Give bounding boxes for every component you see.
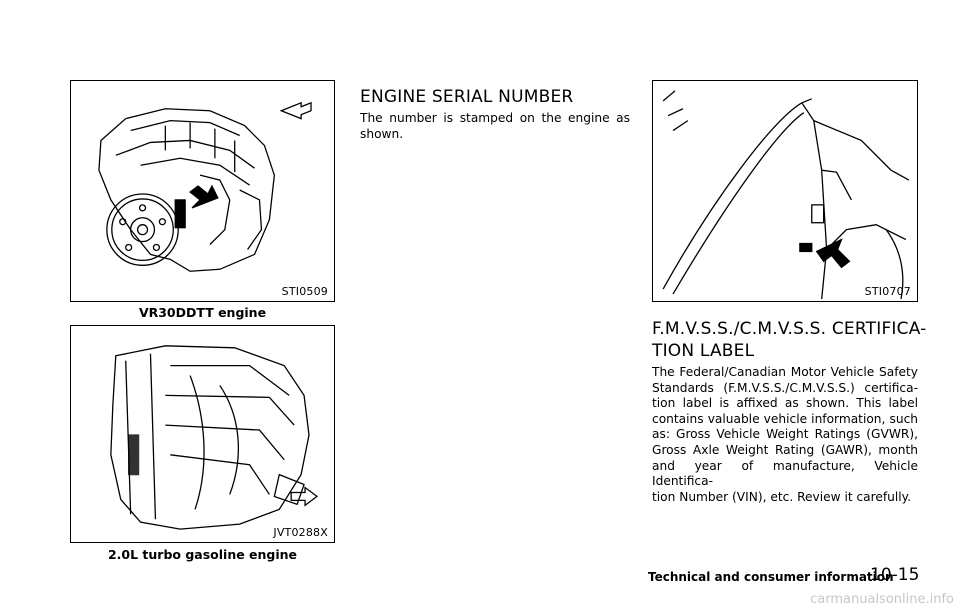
body-line: The Federal/Canadian Motor Vehicle Safet… [652,365,918,379]
body-line: The number is stamped on the engine as [360,111,630,125]
watermark: carmanualsonline.info [810,592,954,607]
section-body-fmvss-label: The Federal/Canadian Motor Vehicle Safet… [652,365,918,505]
figure-code: STI0509 [281,285,328,298]
figure-vr30ddtt-engine: STI0509 [70,80,335,302]
footer-section-label: Technical and consumer information [648,570,894,584]
body-line: Standards (F.M.V.S.S./C.M.V.S.S.) certif… [652,380,918,395]
figure-20l-turbo-engine: JVT0288X [70,325,335,543]
engine-vr30-illustration [98,101,312,272]
body-line: contains valuable vehicle information, s… [652,411,918,426]
section-title-engine-serial-number: ENGINE SERIAL NUMBER [360,87,574,107]
body-line: shown. [360,126,404,141]
footer-page-number: 10-15 [870,565,920,585]
body-line: tion Number (VIN), etc. Review it carefu… [652,489,912,504]
body-line: as: Gross Vehicle Weight Ratings (GVWR), [652,427,918,442]
section-title-fmvss-label: F.M.V.S.S./C.M.V.S.S. CERTIFICA- TION LA… [652,318,927,362]
engine-20l-illustration [110,345,319,530]
figure-code: JVT0288X [273,526,328,539]
figure-code: STI0707 [864,285,911,298]
door-jamb-illustration [662,90,910,300]
body-line: Gross Axle Weight Rating (GAWR), month [652,442,918,457]
title-line: F.M.V.S.S./C.M.V.S.S. CERTIFICA- [652,319,927,339]
figure-caption: 2.0L turbo gasoline engine [107,547,298,562]
figure-caption: VR30DDTT engine [138,305,267,320]
body-line: and year of manufacture, Vehicle Identif… [652,458,918,489]
section-body-engine-serial-number: The number is stamped on the engine as s… [360,111,630,142]
body-line: tion label is affixed as shown. This lab… [652,396,918,411]
title-line: TION LABEL [652,341,755,361]
figure-door-jamb-label: STI0707 [652,80,918,302]
